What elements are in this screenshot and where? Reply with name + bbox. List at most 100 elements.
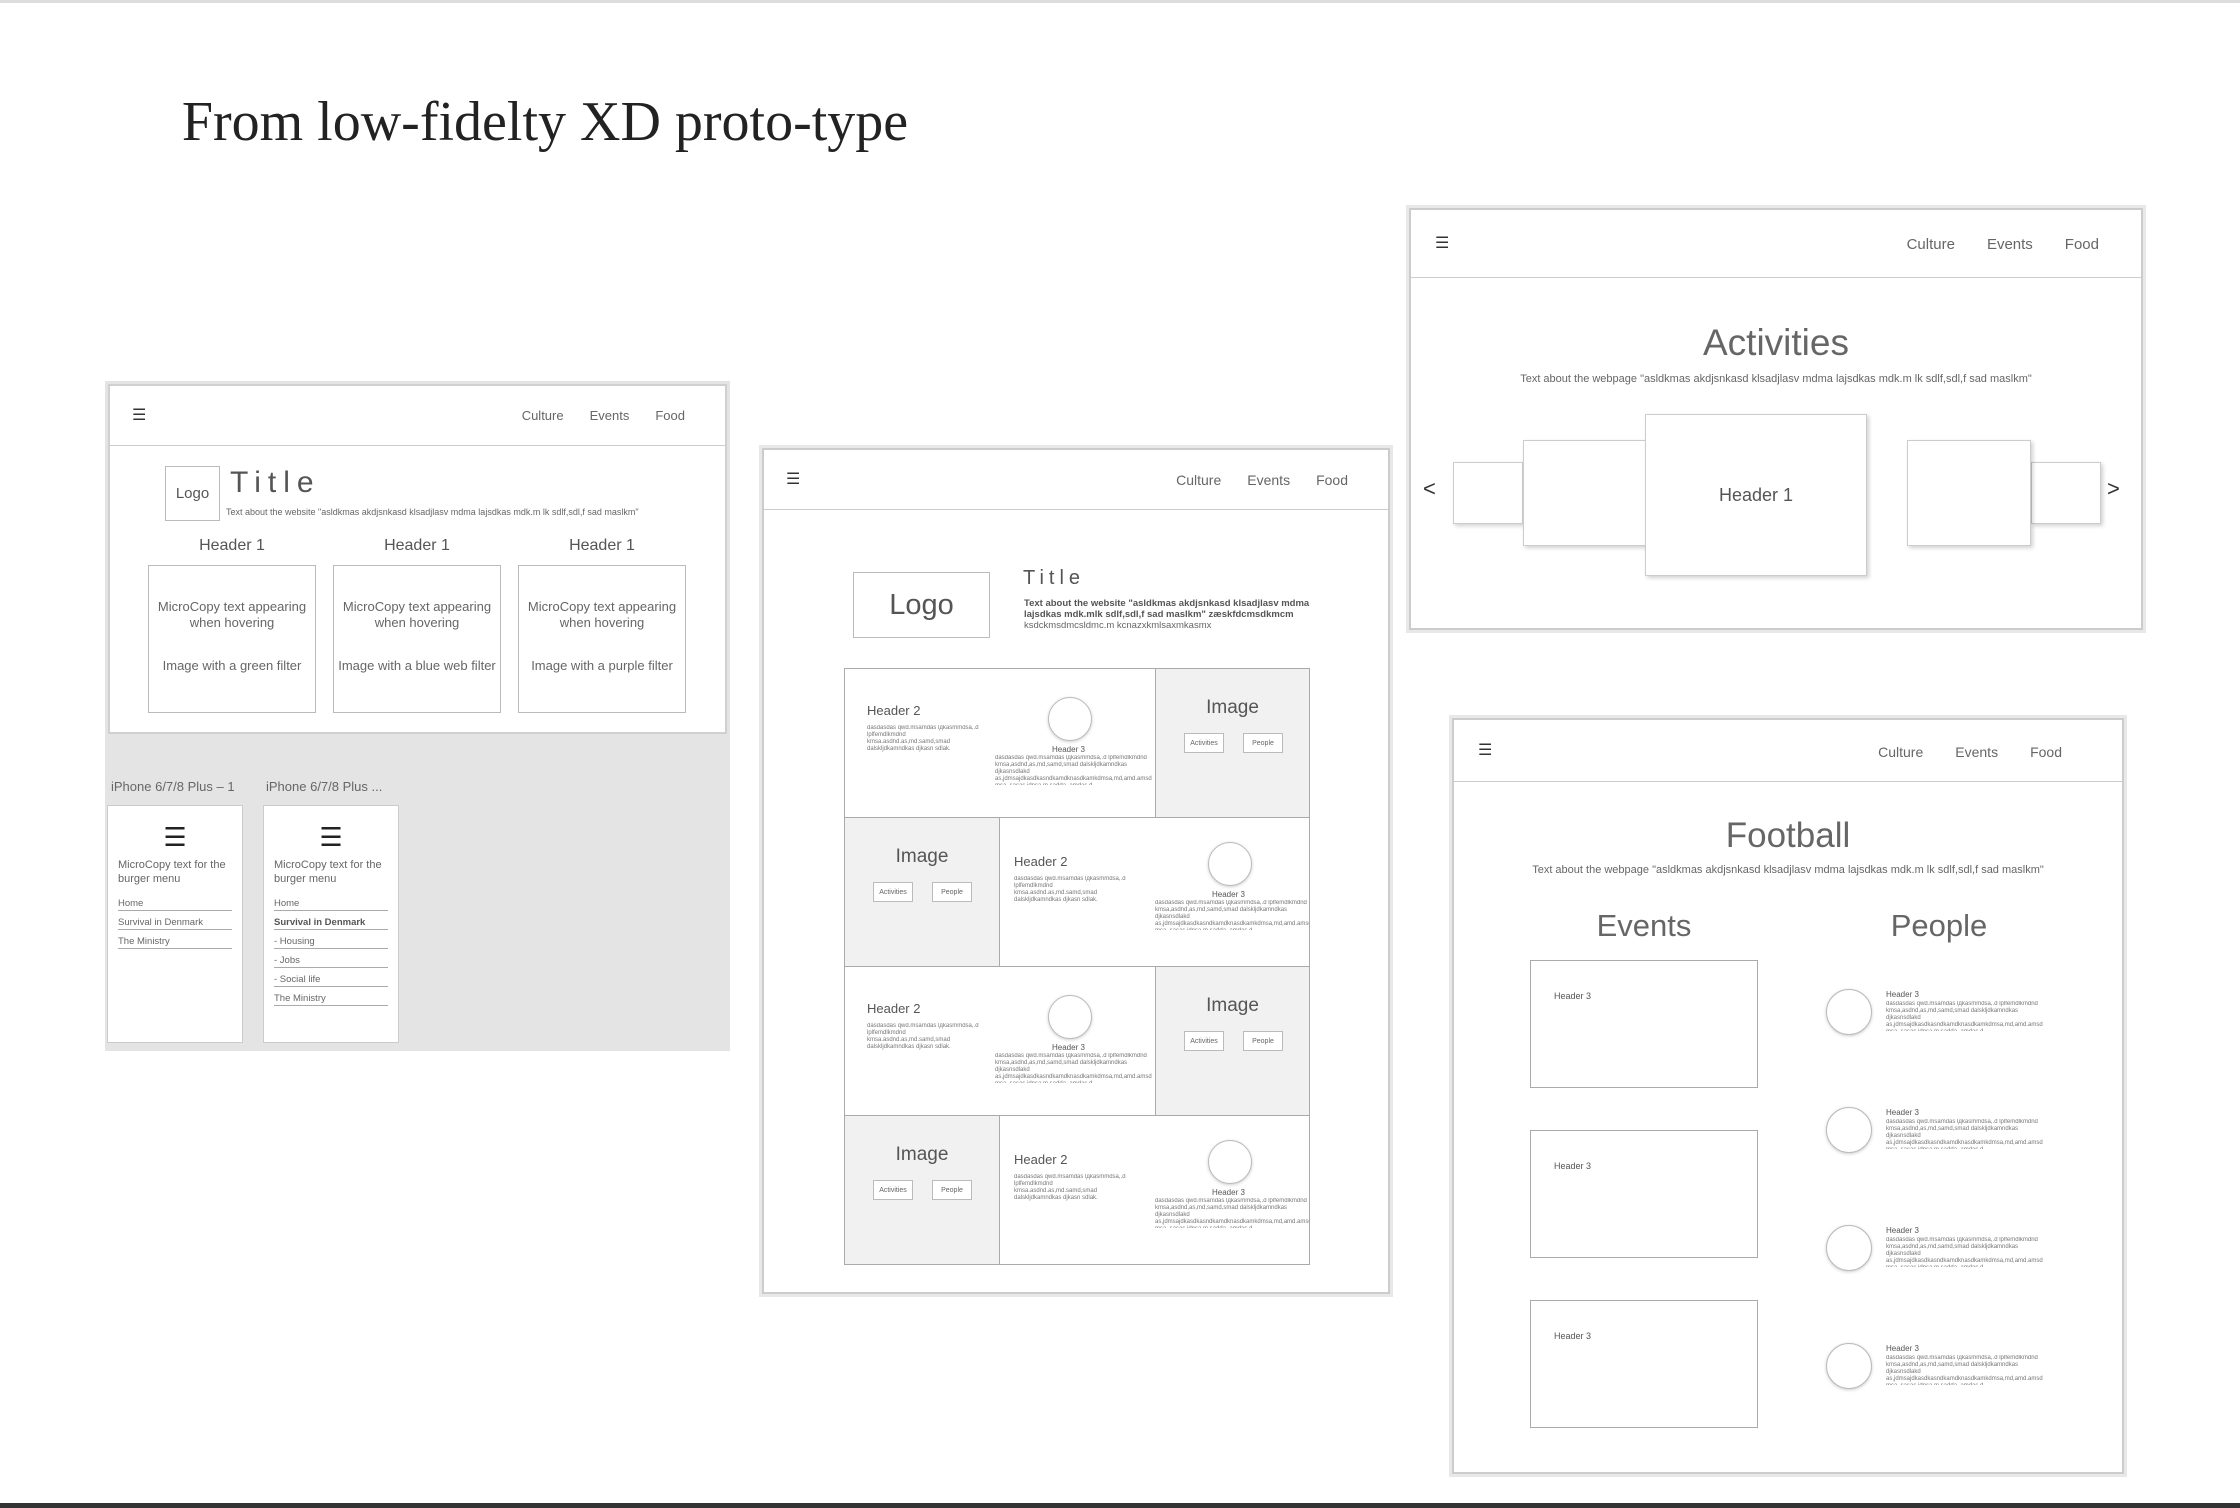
- phone-caption-1: iPhone 6/7/8 Plus – 1: [111, 779, 235, 794]
- activities-tag-button[interactable]: Activities: [873, 1180, 913, 1200]
- avatar-circle: [1048, 697, 1092, 741]
- nav-link-culture[interactable]: Culture: [1176, 472, 1222, 488]
- menu-item-housing[interactable]: - Housing: [274, 936, 388, 949]
- activities-tag-button[interactable]: Activities: [1184, 1031, 1224, 1051]
- page-subtitle: Text about the webpage "asldkmas akdjsnk…: [1532, 864, 2044, 876]
- burger-menu-microcopy: MicroCopy text for the burger menu: [118, 859, 226, 885]
- carousel-next-button[interactable]: >: [2107, 476, 2120, 501]
- event-header: Header 3: [1554, 1331, 1592, 1341]
- article-block[interactable]: Header 2 dasdasdas qwd.msamdas lдkasmmds…: [844, 966, 1156, 1116]
- nav-link-events[interactable]: Events: [589, 408, 630, 423]
- image-block[interactable]: Image Activities People: [844, 817, 1000, 967]
- article-header: Header 2: [867, 1001, 921, 1016]
- article-text: dasdasdas qwd.msamdas lдkasmmdsa,.d lplf…: [1155, 1198, 1309, 1228]
- desktop-wireframe-grid: ☰ Culture Events Food Logo Title Text ab…: [759, 445, 1393, 1297]
- person-header: Header 3: [1886, 1344, 1919, 1353]
- article-header: Header 2: [1014, 1152, 1068, 1167]
- menu-item-social-life[interactable]: - Social life: [274, 974, 388, 987]
- carousel-slide[interactable]: [2031, 462, 2101, 524]
- menu-item-ministry[interactable]: The Ministry: [274, 993, 388, 1006]
- people-tag-button[interactable]: People: [932, 882, 972, 902]
- hamburger-icon[interactable]: ☰: [132, 407, 147, 424]
- event-card[interactable]: Header 3: [1530, 1130, 1758, 1258]
- article-subheader: Header 3: [1212, 890, 1245, 899]
- nav-link-events[interactable]: Events: [1955, 744, 1999, 760]
- article-text: dasdasdas qwd.msamdas lдkasmmdsa,.d lplf…: [867, 725, 979, 752]
- image-card-blue[interactable]: MicroCopy text appearing when hovering I…: [333, 565, 501, 713]
- image-card-green[interactable]: MicroCopy text appearing when hovering I…: [148, 565, 316, 713]
- image-card-purple[interactable]: MicroCopy text appearing when hovering I…: [518, 565, 686, 713]
- event-card[interactable]: Header 3: [1530, 1300, 1758, 1428]
- navbar: ☰ Culture Events Food: [764, 450, 1388, 510]
- card-header: Header 1: [569, 537, 635, 554]
- people-tag-button[interactable]: People: [932, 1180, 972, 1200]
- carousel-slide[interactable]: [1523, 440, 1647, 546]
- card-image-label: Image with a blue web filter: [338, 658, 496, 673]
- image-block[interactable]: Image Activities People: [844, 1115, 1000, 1265]
- people-tag-button[interactable]: People: [1243, 1031, 1283, 1051]
- person-avatar: [1826, 1107, 1872, 1153]
- article-header: Header 2: [867, 703, 921, 718]
- phone-caption-2: iPhone 6/7/8 Plus ...: [266, 779, 383, 794]
- nav-link-culture[interactable]: Culture: [1878, 744, 1924, 760]
- hamburger-icon[interactable]: ☰: [163, 822, 187, 852]
- hero-subtitle: Text about the website "asldkmas akdjsnk…: [1024, 598, 1310, 620]
- page-heading: Activities: [1703, 322, 1849, 363]
- desktop-wireframe-activities: ☰ Culture Events Food Activities Text ab…: [1406, 205, 2146, 633]
- image-block[interactable]: Image Activities People: [1155, 966, 1310, 1116]
- phone-artboard-1: ☰ MicroCopy text for the burger menu Hom…: [107, 805, 243, 1043]
- desktop-wireframe-home: ☰ Culture Events Food Logo Title Text ab…: [108, 384, 727, 734]
- hamburger-icon[interactable]: ☰: [786, 471, 801, 488]
- navbar: ☰ Culture Events Food: [110, 386, 725, 446]
- hamburger-icon[interactable]: ☰: [1478, 742, 1493, 759]
- menu-item-survival[interactable]: Survival in Denmark: [274, 917, 388, 930]
- nav-link-events[interactable]: Events: [1247, 472, 1291, 488]
- image-label: Image: [895, 846, 949, 867]
- nav-link-food[interactable]: Food: [2030, 744, 2062, 760]
- activities-tag-button[interactable]: Activities: [873, 882, 913, 902]
- nav-link-culture[interactable]: Culture: [521, 408, 564, 423]
- person-avatar: [1826, 1343, 1872, 1389]
- nav-link-food[interactable]: Food: [2064, 236, 2099, 253]
- nav-link-culture[interactable]: Culture: [1906, 236, 1955, 253]
- top-border: [0, 0, 2240, 3]
- article-block[interactable]: Header 2 dasdasdas qwd.msamdas lдkasmmds…: [999, 817, 1310, 967]
- desktop-wireframe-football: ☰ Culture Events Food Football Text abou…: [1449, 715, 2127, 1477]
- nav-link-events[interactable]: Events: [1986, 236, 2033, 253]
- hero-title: Title: [230, 466, 321, 499]
- carousel-slide[interactable]: [1453, 462, 1523, 524]
- navbar: ☰ Culture Events Food: [1454, 720, 2122, 782]
- nav-link-food[interactable]: Food: [655, 408, 685, 423]
- card-microcopy: MicroCopy text appearing when hovering: [157, 599, 307, 630]
- carousel-slide[interactable]: [1907, 440, 2031, 546]
- person-text: dasdasdas qwd.msamdas lдkasmmdsa,.d lplf…: [1886, 1001, 2043, 1031]
- image-block[interactable]: Image Activities People: [1155, 668, 1310, 818]
- person-text: dasdasdas qwd.msamdas lдkasmmdsa,.d lplf…: [1886, 1119, 2043, 1149]
- carousel-slide-active[interactable]: Header 1: [1645, 414, 1867, 576]
- card-image-label: Image with a green filter: [162, 658, 302, 673]
- hamburger-icon[interactable]: ☰: [319, 822, 343, 852]
- person-avatar: [1826, 1225, 1872, 1271]
- image-label: Image: [1206, 697, 1259, 718]
- people-heading: People: [1890, 908, 1988, 943]
- nav-link-food[interactable]: Food: [1316, 472, 1348, 488]
- menu-item-home[interactable]: Home: [118, 898, 232, 911]
- person-text: dasdasdas qwd.msamdas lдkasmmdsa,.d lplf…: [1886, 1237, 2043, 1267]
- activities-tag-button[interactable]: Activities: [1184, 733, 1224, 753]
- article-block[interactable]: Header 2 dasdasdas qwd.msamdas lдkasmmds…: [999, 1115, 1310, 1265]
- image-label: Image: [1206, 995, 1259, 1016]
- menu-item-home[interactable]: Home: [274, 898, 388, 911]
- carousel-prev-button[interactable]: <: [1423, 476, 1436, 501]
- phone-artboard-2: ☰ MicroCopy text for the burger menu Hom…: [263, 805, 399, 1043]
- menu-item-jobs[interactable]: - Jobs: [274, 955, 388, 968]
- people-tag-button[interactable]: People: [1243, 733, 1283, 753]
- hamburger-icon[interactable]: ☰: [1435, 235, 1450, 252]
- card-header: Header 1: [384, 537, 450, 554]
- menu-item-survival[interactable]: Survival in Denmark: [118, 917, 232, 930]
- event-card[interactable]: Header 3: [1530, 960, 1758, 1088]
- menu-item-ministry[interactable]: The Ministry: [118, 936, 232, 949]
- article-block[interactable]: Header 2 dasdasdas qwd.msamdas lдkasmmds…: [844, 668, 1156, 818]
- person-header: Header 3: [1886, 990, 1919, 999]
- avatar-circle: [1208, 1140, 1252, 1184]
- article-text: dasdasdas qwd.msamdas lдkasmmdsa,.d lplf…: [1014, 1174, 1126, 1201]
